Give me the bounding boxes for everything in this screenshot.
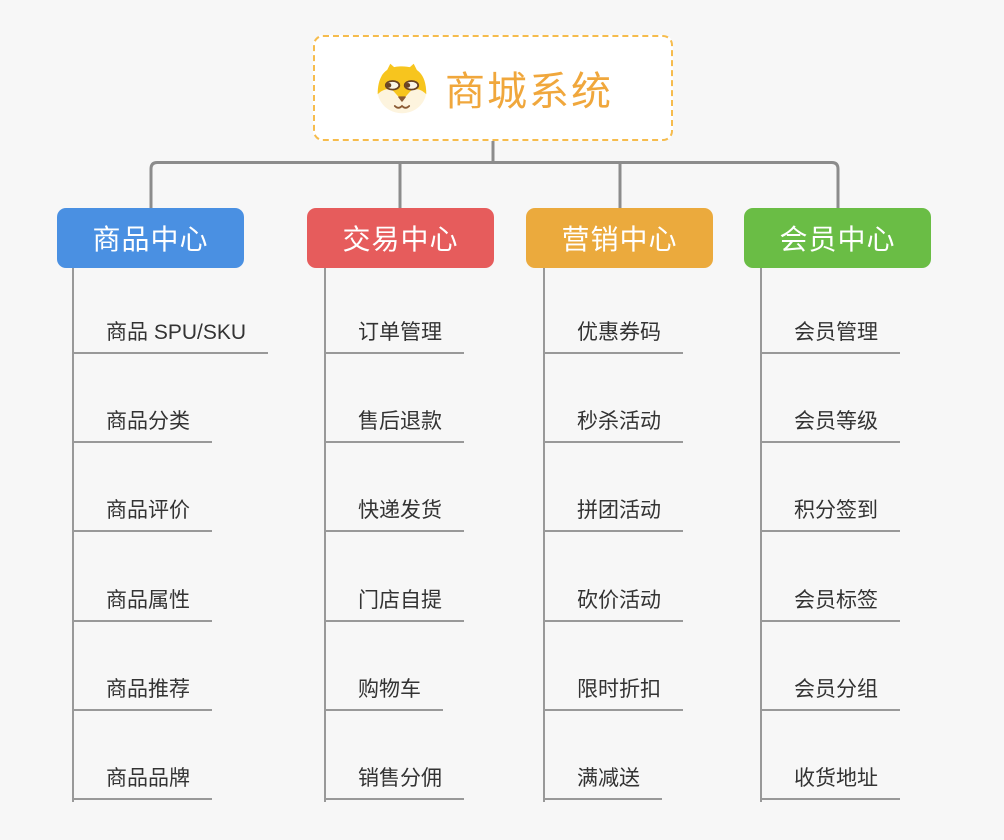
child-node-product-recommend[interactable]: 商品推荐 — [72, 671, 212, 711]
child-node-order-management[interactable]: 订单管理 — [324, 314, 464, 354]
dog-face-icon — [373, 61, 431, 115]
branch-node-trade-center[interactable]: 交易中心 — [307, 208, 494, 268]
child-node-points-checkin[interactable]: 积分签到 — [760, 492, 900, 532]
child-node-product-review[interactable]: 商品评价 — [72, 492, 212, 532]
child-node-member-level[interactable]: 会员等级 — [760, 403, 900, 443]
branch-node-product-center[interactable]: 商品中心 — [57, 208, 244, 268]
branch-label: 交易中心 — [342, 224, 459, 255]
child-node-group-buy[interactable]: 拼团活动 — [543, 492, 683, 532]
child-node-product-brand[interactable]: 商品品牌 — [72, 760, 212, 800]
branch-spine-line — [324, 268, 326, 802]
branch-node-marketing-center[interactable]: 营销中心 — [526, 208, 713, 268]
branch-spine-line — [72, 268, 74, 802]
child-node-member-group[interactable]: 会员分组 — [760, 671, 900, 711]
child-node-sales-commission[interactable]: 销售分佣 — [324, 760, 464, 800]
child-node-product-attribute[interactable]: 商品属性 — [72, 582, 212, 622]
child-node-product-category[interactable]: 商品分类 — [72, 403, 212, 443]
child-node-store-pickup[interactable]: 门店自提 — [324, 582, 464, 622]
branch-spine-line — [543, 268, 545, 802]
child-node-product-spu-sku[interactable]: 商品 SPU/SKU — [72, 314, 269, 354]
branch-spine-line — [760, 268, 762, 802]
child-node-limited-time-discount[interactable]: 限时折扣 — [543, 671, 683, 711]
child-node-full-reduction[interactable]: 满减送 — [543, 760, 662, 800]
child-node-member-management[interactable]: 会员管理 — [760, 314, 900, 354]
child-node-member-tag[interactable]: 会员标签 — [760, 582, 900, 622]
child-node-coupon-code[interactable]: 优惠券码 — [543, 314, 683, 354]
child-node-shopping-cart[interactable]: 购物车 — [324, 671, 443, 711]
child-node-express-delivery[interactable]: 快递发货 — [324, 492, 464, 532]
root-title: 商城系统 — [445, 70, 613, 114]
branch-label: 商品中心 — [92, 224, 209, 255]
child-node-aftersale-refund[interactable]: 售后退款 — [324, 403, 464, 443]
root-node[interactable]: 商城系统 — [313, 35, 673, 141]
branch-node-member-center[interactable]: 会员中心 — [744, 208, 931, 268]
child-node-flash-sale[interactable]: 秒杀活动 — [543, 403, 683, 443]
branch-label: 会员中心 — [779, 224, 896, 255]
child-node-bargain-activity[interactable]: 砍价活动 — [543, 582, 683, 622]
branch-label: 营销中心 — [561, 224, 678, 255]
child-node-shipping-address[interactable]: 收货地址 — [760, 760, 900, 800]
